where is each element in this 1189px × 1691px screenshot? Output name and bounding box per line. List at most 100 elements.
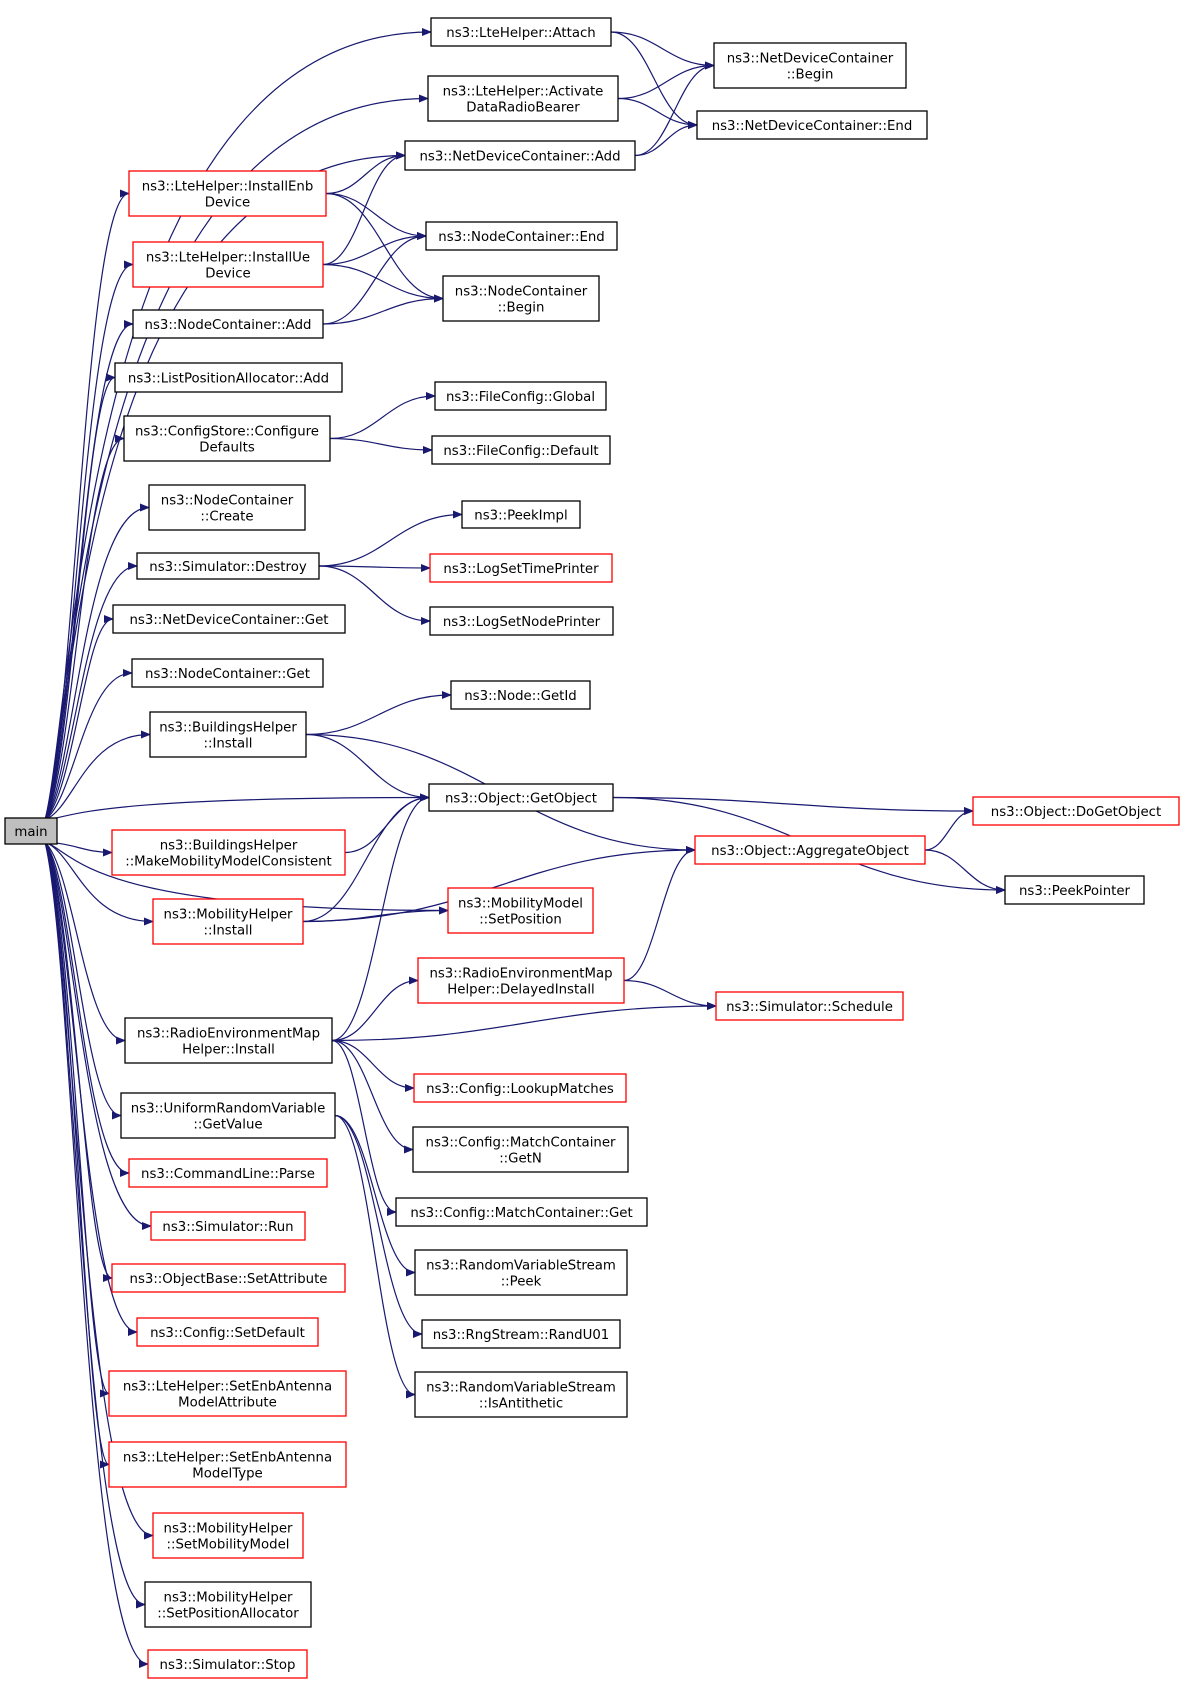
- node-mc_getn[interactable]: ns3::Config::MatchContainer::GetN: [412, 1126, 629, 1173]
- node-log_time[interactable]: ns3::LogSetTimePrinter: [429, 553, 613, 583]
- node-peekimpl[interactable]: ns3::PeekImpl: [461, 500, 581, 529]
- edge-urv_getvalue-to-rvs_anti: [334, 1114, 416, 1399]
- node-box: [128, 170, 327, 217]
- node-label: ::Create: [200, 510, 253, 525]
- node-box: [149, 711, 307, 758]
- node-label: ModelType: [192, 1467, 262, 1482]
- node-rvs_peek[interactable]: ns3::RandomVariableStream::Peek: [414, 1249, 628, 1296]
- node-label: ns3::LogSetNodePrinter: [443, 615, 601, 630]
- node-label: ::Install: [204, 924, 253, 939]
- node-rng_randu01[interactable]: ns3::RngStream::RandU01: [421, 1319, 621, 1349]
- node-box: [427, 75, 619, 122]
- edge-urv_getvalue-to-rvs_peek: [334, 1114, 416, 1277]
- node-mh_setmodel[interactable]: ns3::MobilityHelper::SetMobilityModel: [152, 1512, 304, 1559]
- node-box: [111, 1263, 346, 1293]
- node-box: [431, 435, 611, 465]
- node-cfg_lookup[interactable]: ns3::Config::LookupMatches: [413, 1073, 627, 1103]
- node-box: [414, 1249, 628, 1296]
- node-box: [430, 17, 612, 47]
- node-bh_make[interactable]: ns3::BuildingsHelper::MakeMobilityModelC…: [111, 829, 346, 876]
- edge-obj_aggregate-to-peekpointer: [924, 849, 1006, 894]
- node-box: [147, 1649, 308, 1679]
- node-node_getid[interactable]: ns3::Node::GetId: [450, 680, 591, 710]
- node-obj_aggregate[interactable]: ns3::Object::AggregateObject: [694, 835, 926, 865]
- node-box: [136, 1317, 319, 1347]
- node-mh_install[interactable]: ns3::MobilityHelper::Install: [152, 898, 304, 945]
- edge-main-to-cfg_setdefault: [44, 841, 138, 1336]
- node-label: DataRadioBearer: [466, 101, 580, 116]
- node-label: ns3::NodeContainer::Get: [145, 667, 310, 682]
- node-label: ::SetMobilityModel: [167, 1538, 290, 1553]
- node-ndc_add[interactable]: ns3::NetDeviceContainer::Add: [404, 140, 636, 171]
- node-mh_setalloc[interactable]: ns3::MobilityHelper::SetPositionAllocato…: [144, 1581, 312, 1628]
- node-nc_get[interactable]: ns3::NodeContainer::Get: [131, 658, 324, 688]
- node-lte_setattr[interactable]: ns3::LteHelper::SetEnbAntennaModelAttrib…: [108, 1370, 347, 1417]
- node-main[interactable]: main: [4, 817, 58, 845]
- edge-urv_getvalue-to-rng_randu01: [334, 1114, 423, 1338]
- node-box: [136, 552, 320, 580]
- node-nc_add[interactable]: ns3::NodeContainer::Add: [132, 309, 324, 339]
- node-sim_schedule[interactable]: ns3::Simulator::Schedule: [715, 991, 904, 1021]
- node-attach[interactable]: ns3::LteHelper::Attach: [430, 17, 612, 47]
- edge-cs_config-to-fc_default: [329, 437, 433, 454]
- edge-install_enb-to-ndc_add: [325, 151, 406, 195]
- node-peekpointer[interactable]: ns3::PeekPointer: [1004, 875, 1145, 905]
- node-label: ns3::ConfigStore::Configure: [135, 425, 319, 440]
- node-ob_setattr[interactable]: ns3::ObjectBase::SetAttribute: [111, 1263, 346, 1293]
- node-ndc_begin[interactable]: ns3::NetDeviceContainer::Begin: [713, 42, 907, 89]
- edge-main-to-sim_destroy: [44, 562, 138, 821]
- node-nc_begin[interactable]: ns3::NodeContainer::Begin: [442, 275, 600, 322]
- node-remh_delayed[interactable]: ns3::RadioEnvironmentMapHelper::DelayedI…: [417, 957, 625, 1004]
- node-ndc_end[interactable]: ns3::NetDeviceContainer::End: [696, 110, 928, 140]
- node-rvs_anti[interactable]: ns3::RandomVariableStream::IsAntithetic: [414, 1371, 628, 1418]
- node-obj_dogetobject[interactable]: ns3::Object::DoGetObject: [972, 796, 1180, 826]
- edge-sim_destroy-to-log_node: [318, 565, 431, 625]
- node-box: [428, 783, 614, 812]
- node-urv_getvalue[interactable]: ns3::UniformRandomVariable::GetValue: [120, 1092, 336, 1139]
- node-fc_global[interactable]: ns3::FileConfig::Global: [434, 381, 607, 411]
- node-box: [442, 275, 600, 322]
- node-box: [108, 1441, 347, 1488]
- node-obj_getobject[interactable]: ns3::Object::GetObject: [428, 783, 614, 812]
- node-nc_create[interactable]: ns3::NodeContainer::Create: [148, 484, 306, 531]
- node-sim_stop[interactable]: ns3::Simulator::Stop: [147, 1649, 308, 1679]
- node-label: ns3::Simulator::Stop: [160, 1658, 296, 1673]
- node-label: ns3::Config::SetDefault: [150, 1326, 305, 1341]
- node-fc_default[interactable]: ns3::FileConfig::Default: [431, 435, 611, 465]
- node-label: ns3::ListPositionAllocator::Add: [128, 372, 329, 387]
- node-box: [461, 500, 581, 529]
- node-label: Device: [205, 267, 250, 282]
- node-label: ns3::Object::GetObject: [445, 792, 597, 807]
- node-cl_parse[interactable]: ns3::CommandLine::Parse: [128, 1158, 328, 1188]
- node-sim_run[interactable]: ns3::Simulator::Run: [150, 1211, 306, 1241]
- function-nodes: main ns3::LteHelper::Attachns3::LteHelper…: [4, 17, 1180, 1679]
- edge-install_ue-to-nc_begin: [322, 263, 444, 303]
- node-cfg_setdefault[interactable]: ns3::Config::SetDefault: [136, 1317, 319, 1347]
- node-label: ns3::PeekPointer: [1019, 884, 1131, 899]
- node-ndc_get[interactable]: ns3::NetDeviceContainer::Get: [112, 604, 346, 634]
- node-log_node[interactable]: ns3::LogSetNodePrinter: [429, 606, 614, 636]
- node-nc_end[interactable]: ns3::NodeContainer::End: [425, 221, 618, 251]
- node-lpa_add[interactable]: ns3::ListPositionAllocator::Add: [114, 362, 343, 393]
- edge-mh_install-to-obj_getobject: [302, 793, 430, 923]
- edge-mh_install-to-mm_setpos: [302, 906, 449, 923]
- edge-remh_install-to-obj_getobject: [331, 793, 430, 1042]
- node-sim_destroy[interactable]: ns3::Simulator::Destroy: [136, 552, 320, 580]
- node-bh_install[interactable]: ns3::BuildingsHelper::Install: [149, 711, 307, 758]
- node-label: ModelAttribute: [178, 1396, 277, 1411]
- node-label: ns3::NetDeviceContainer::Get: [130, 613, 329, 628]
- edge-remh_delayed-to-sim_schedule: [623, 979, 717, 1010]
- node-mc_get[interactable]: ns3::Config::MatchContainer::Get: [395, 1197, 648, 1227]
- edge-mh_install-to-obj_aggregate: [302, 846, 696, 923]
- node-mm_setpos[interactable]: ns3::MobilityModel::SetPosition: [447, 887, 594, 934]
- node-box: [148, 484, 306, 531]
- node-label: ns3::LteHelper::Attach: [446, 26, 595, 41]
- edge-obj_aggregate-to-obj_dogetobject: [924, 807, 974, 851]
